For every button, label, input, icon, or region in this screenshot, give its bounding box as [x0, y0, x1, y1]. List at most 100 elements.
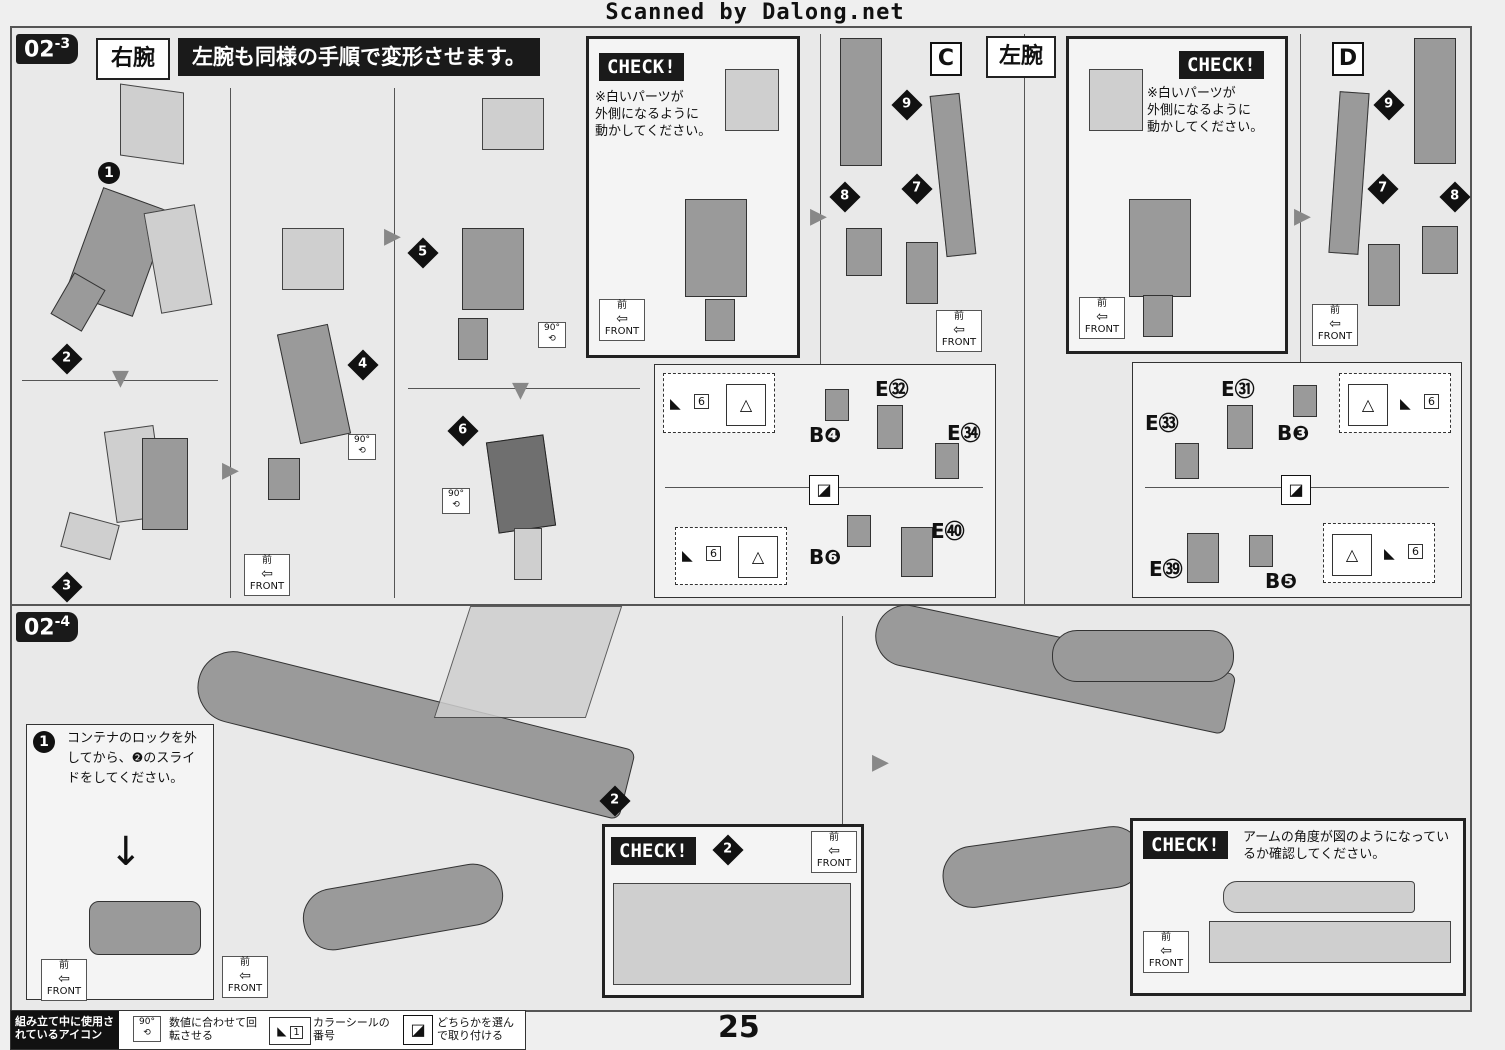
step-9-marker: 9	[1373, 89, 1405, 121]
letter-d-box: D	[1332, 42, 1364, 76]
part-e33	[1175, 443, 1199, 479]
front-indicator: 前⇦FRONT	[599, 299, 645, 341]
arm-upper-part	[282, 228, 344, 290]
part-label-e31: E㉛	[1221, 377, 1255, 401]
seal-icon: ◣ 1	[269, 1017, 311, 1045]
arrow-down-icon: ▼	[512, 378, 529, 403]
divider	[842, 616, 843, 996]
arm-upper-part	[482, 98, 544, 150]
aircraft-lower	[938, 822, 1148, 912]
front-indicator: 前⇦FRONT	[222, 956, 268, 998]
part-label-e40: E㊵	[931, 519, 965, 543]
arrow-right-icon: ▶	[222, 458, 239, 483]
arm-hand	[1143, 295, 1173, 337]
step-9-marker: 9	[891, 89, 923, 121]
front-indicator: 前⇦FRONT	[1079, 297, 1125, 339]
part-label-e34: E㉞	[947, 421, 981, 445]
arm-hand	[514, 528, 542, 580]
front-indicator: 前⇦FRONT	[1312, 304, 1358, 346]
step-title: 左腕も同様の手順で変形させます。	[178, 38, 540, 76]
arm-block	[929, 92, 977, 258]
part-b3	[1293, 385, 1317, 417]
arrow-right-icon: ▶	[872, 750, 889, 775]
arm-forearm	[485, 434, 557, 534]
front-indicator: 前⇦FRONT	[811, 831, 857, 873]
step-1-marker: 1	[33, 731, 55, 753]
choose-one-icon: ◪	[809, 475, 839, 505]
arm-detail	[1209, 921, 1451, 963]
step-number: 02	[24, 37, 55, 63]
seal-number: 6	[1424, 394, 1439, 409]
legend-title: 組み立て中に使用されているアイコン	[11, 1011, 119, 1049]
rotate-90-icon: 90°⟲	[538, 322, 566, 348]
hand-part	[1422, 226, 1458, 274]
step-7-marker: 7	[1367, 173, 1399, 205]
step-4-marker: 4	[347, 349, 379, 381]
step-02-4-label: 02-4	[16, 612, 79, 643]
step-5-marker: 5	[407, 237, 439, 269]
check-badge: CHECK!	[599, 53, 684, 81]
legend-rotate: 数値に合わせて回転させる	[169, 1016, 257, 1042]
arm-forearm	[462, 228, 524, 310]
check-badge: CHECK!	[1143, 831, 1228, 859]
hand-part	[846, 228, 882, 276]
hand-part	[1368, 244, 1400, 306]
step-02-3-label: 02-3	[16, 34, 79, 65]
arrow-right-icon: ▶	[384, 224, 401, 249]
check-box-left-arm: CHECK! ※白いパーツが 外側になるように 動かしてください。 前⇦FRON…	[1066, 36, 1288, 354]
hand-part	[1227, 405, 1253, 449]
arm-block	[840, 38, 882, 166]
aircraft-container	[1052, 630, 1234, 682]
arm-hand	[268, 458, 300, 500]
arm-white-panel	[143, 204, 213, 314]
seal-guide: ◣ 6 △	[675, 527, 787, 585]
part-b6	[847, 515, 871, 547]
rotate-90-icon: 90°⟲	[348, 434, 376, 460]
arm-forearm	[685, 199, 747, 297]
legend-seal: カラーシールの番号	[313, 1016, 390, 1042]
divider	[230, 88, 231, 598]
arrow-right-icon: ▶	[810, 204, 827, 229]
arrow-right-icon: ▶	[1294, 204, 1311, 229]
seal-guide: ◣ 6 △	[663, 373, 775, 433]
step-sub-number: -4	[54, 614, 71, 630]
step-2-marker: 2	[712, 834, 744, 866]
legend-choose: どちらかを選んで取り付ける	[437, 1016, 514, 1042]
check-box-slide: CHECK! 2 前⇦FRONT	[602, 824, 864, 998]
part-e34	[935, 443, 959, 479]
part-label-e39: E㊴	[1149, 557, 1183, 581]
page-number: 25	[718, 1010, 760, 1045]
check-box-arm-angle: CHECK! アームの角度が図のようになっているか確認してください。 前⇦FRO…	[1130, 818, 1466, 996]
step-2-marker: 2	[51, 343, 83, 375]
part-label-b6: B❻	[809, 545, 842, 569]
seal-number: 6	[706, 546, 721, 561]
container-detail	[1223, 881, 1415, 913]
note-text: コンテナのロックを外してから、❷のスライドをしてください。	[67, 731, 198, 786]
hand-detail-box-right-arm: ◣ 6 △ B❹ E㉜ E㉞ ◪ ◣ 6 △ B❻ E㊵	[654, 364, 996, 598]
arm-upper-part	[725, 69, 779, 131]
part-shape-icon: △	[738, 536, 778, 578]
scan-credit: Scanned by Dalong.net	[605, 0, 905, 25]
container-part	[89, 901, 201, 955]
right-arm-label: 右腕	[96, 38, 170, 80]
step-sub-number: -3	[54, 36, 71, 52]
seal-icon: ◣	[670, 396, 681, 412]
step-3-marker: 3	[51, 571, 83, 603]
front-indicator: 前⇦FRONT	[1143, 931, 1189, 973]
seal-guide: △ ◣ 6	[1323, 523, 1435, 583]
check-note: ※白いパーツが 外側になるように 動かしてください。	[595, 90, 712, 139]
part-shape-icon: △	[1348, 384, 1388, 426]
divider	[1024, 34, 1025, 604]
icon-legend: 組み立て中に使用されているアイコン 90°⟲ 数値に合わせて回転させる ◣ 1 …	[10, 1010, 526, 1050]
step-6-marker: 6	[447, 415, 479, 447]
choose-one-icon: ◪	[403, 1015, 433, 1045]
arm-hand	[705, 299, 735, 341]
arm-forearm	[276, 323, 352, 445]
hand-part	[906, 242, 938, 304]
divider	[394, 88, 395, 598]
seal-number: 6	[1408, 544, 1423, 559]
arm-block	[1328, 91, 1370, 255]
letter-c-box: C	[930, 42, 962, 76]
step-02-4-panel: 02-4 1 コンテナのロックを外してから、❷のスライドをしてください。 ↓ 前…	[10, 599, 1472, 1012]
divider	[820, 34, 821, 364]
